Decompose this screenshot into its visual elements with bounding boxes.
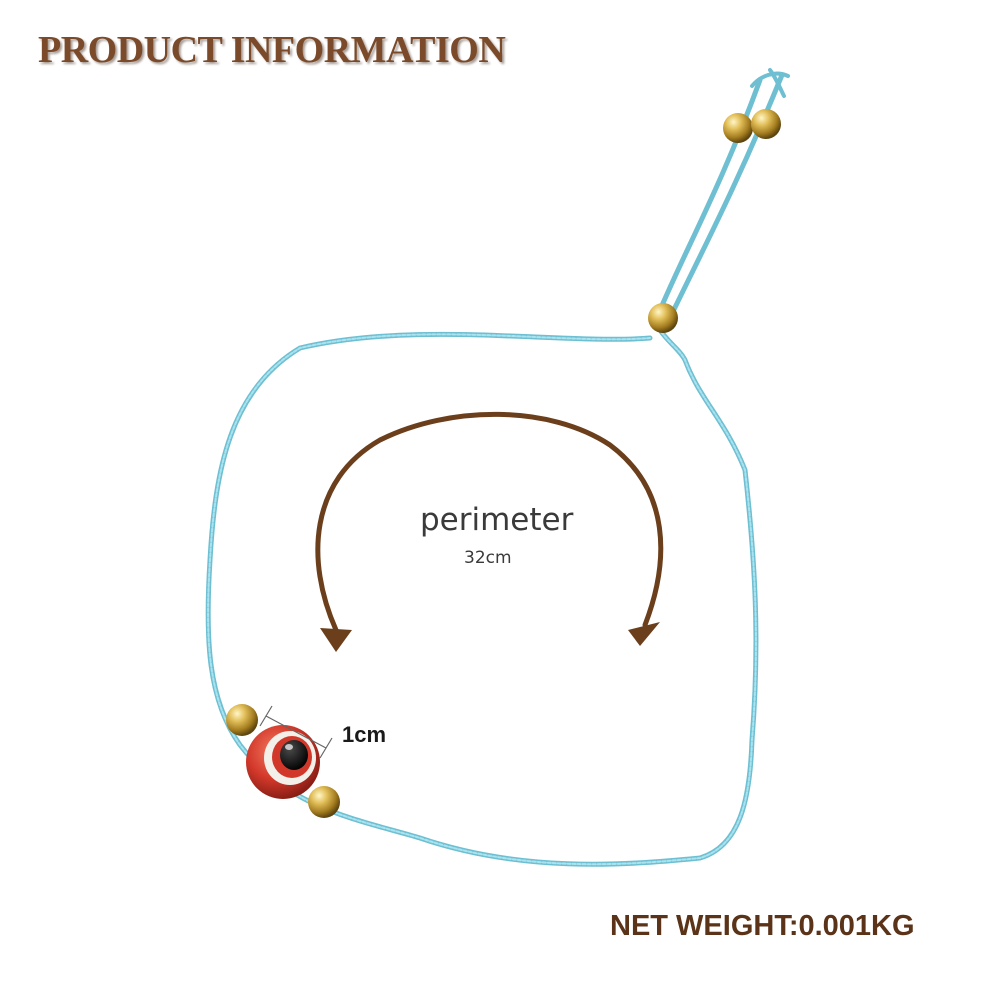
bead-size-label: 1cm [342,722,387,747]
gold-bead-knot [648,303,678,333]
perimeter-value: 32cm [464,548,512,568]
perimeter-arrow-icon [315,411,664,652]
gold-bead-back [308,786,340,818]
bead-size-marker [259,705,333,759]
net-weight-label: NET WEIGHT:0.001KG [610,910,915,942]
gold-bead-front [226,704,258,736]
perimeter-label: perimeter [420,502,574,538]
gold-bead-tail-right [751,109,781,139]
page-title: PRODUCT INFORMATION [38,29,506,71]
gold-bead-tail-left [723,113,753,143]
evil-eye-bead [246,725,320,799]
